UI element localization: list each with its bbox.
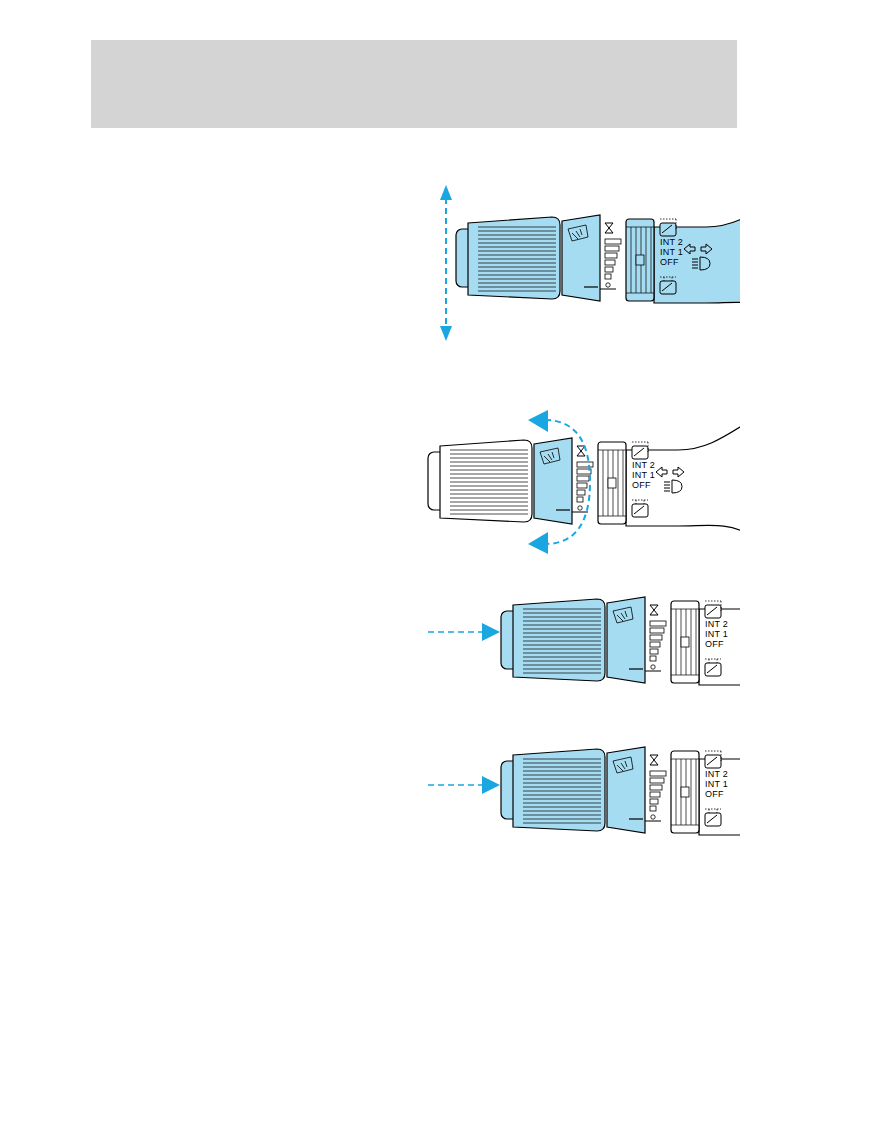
switch-position-label: INT 1 bbox=[632, 470, 655, 480]
switch-position-label: INT 2 bbox=[705, 769, 728, 779]
switch-position-label: INT 1 bbox=[705, 779, 728, 789]
switch-position-label: INT 1 bbox=[660, 247, 683, 257]
switch-position-label: INT 2 bbox=[705, 619, 728, 629]
switch-position-label: INT 1 bbox=[705, 629, 728, 639]
switch-position-label: INT 2 bbox=[632, 460, 655, 470]
switch-position-label: OFF bbox=[660, 257, 679, 267]
header-band bbox=[91, 40, 737, 128]
switch-position-label: OFF bbox=[705, 789, 724, 799]
switch-position-label: OFF bbox=[705, 639, 724, 649]
switch-position-label: INT 2 bbox=[660, 237, 683, 247]
switch-position-label: OFF bbox=[632, 480, 651, 490]
